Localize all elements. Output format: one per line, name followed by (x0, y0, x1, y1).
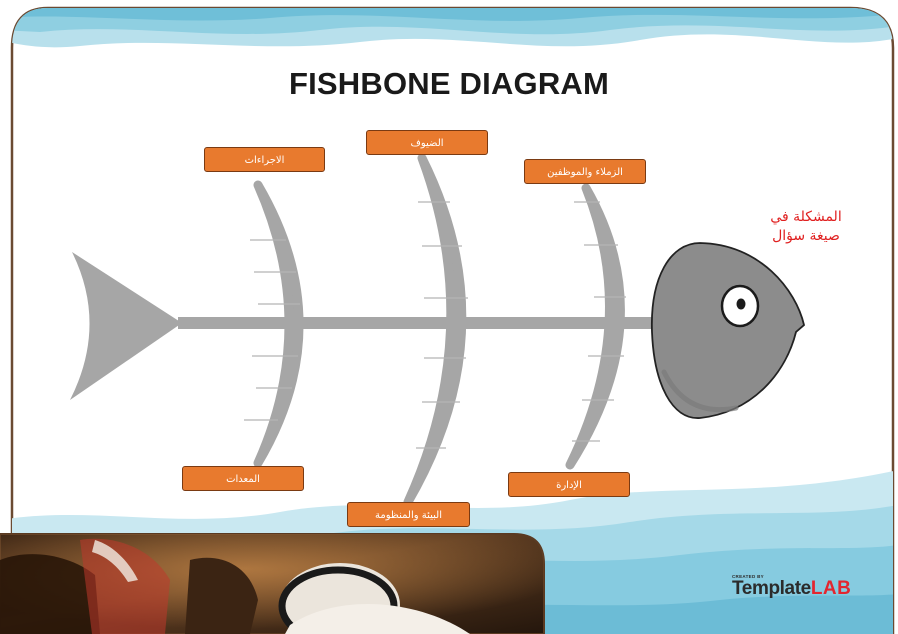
logo-brand: TemplateLAB (732, 578, 851, 600)
problem-line-2: صيغة سؤال (772, 228, 840, 244)
fishbone-diagram (70, 153, 805, 507)
rib-1 (253, 180, 304, 468)
fish-head (651, 242, 805, 419)
category-colleagues-staff: الزملاء والموظفين (524, 159, 646, 184)
logo-brand-accent: LAB (810, 578, 852, 599)
templatelab-logo: CREATED BY TemplateLAB (732, 574, 851, 600)
fish-eye (720, 284, 760, 328)
small-bones (244, 201, 626, 449)
fish-spine (178, 317, 660, 329)
problem-statement: المشكلة في صيغة سؤال (752, 208, 860, 246)
rib-3 (565, 183, 625, 470)
category-equipment: المعدات (182, 466, 304, 491)
category-environment-system: البيئة والمنظومة (347, 502, 470, 527)
category-procedures: الاجراءات (204, 147, 325, 172)
photo-thumbnail (0, 533, 545, 634)
top-wave-decoration (12, 8, 893, 48)
logo-created-by: CREATED BY (732, 574, 764, 579)
logo-brand-main: Template (732, 578, 811, 599)
category-guests: الضيوف (366, 130, 488, 155)
page-title: FISHBONE DIAGRAM (288, 66, 610, 101)
fish-tail (70, 252, 182, 400)
category-management: الإدارة (508, 472, 630, 497)
problem-line-1: المشكلة في (770, 209, 842, 225)
